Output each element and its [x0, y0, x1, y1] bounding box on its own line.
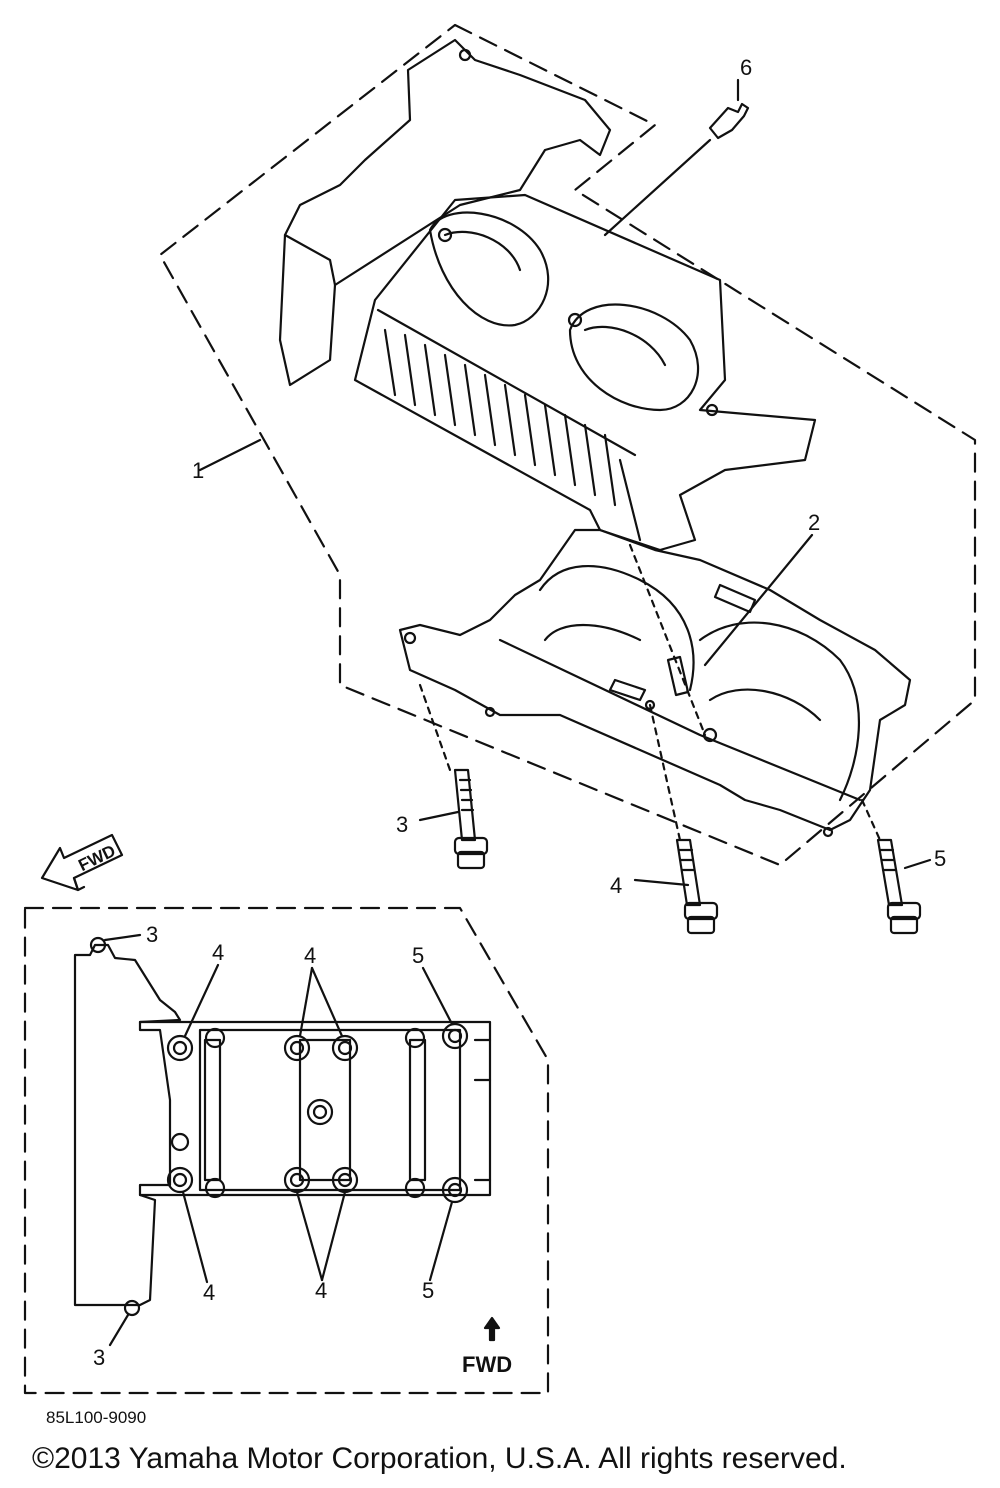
inset-callout-5-top: 5: [412, 943, 424, 968]
callout-3: 3: [396, 812, 408, 837]
callout-1: 1: [192, 458, 204, 483]
inset-plan-view: [73, 936, 492, 1317]
copyright-notice: ©2013 Yamaha Motor Corporation, U.S.A. A…: [32, 1442, 847, 1475]
dowel-pin: [666, 655, 690, 697]
bolt-3: [453, 768, 489, 870]
bolt-4: [675, 838, 719, 935]
callout-2: 2: [808, 510, 820, 535]
fwd-arrow-icon: [40, 833, 124, 892]
inset-callout-4-top-a: 4: [212, 940, 224, 965]
inset-callout-4-top-b: 4: [304, 943, 316, 968]
inset-callout-3-bottom: 3: [93, 1345, 105, 1370]
inset-fwd-label: FWD: [462, 1352, 512, 1377]
inset-dashed-boundary: [23, 906, 550, 1395]
upper-crankcase: [278, 38, 817, 552]
callout-4: 4: [610, 873, 622, 898]
inset-callout-3-top: 3: [146, 922, 158, 947]
drawing-id: 85L100-9090: [46, 1408, 147, 1427]
lower-crankcase: [398, 528, 912, 838]
plug-6: [708, 102, 750, 140]
inset-callout-4-bottom-a: 4: [203, 1280, 215, 1305]
callout-6: 6: [740, 55, 752, 80]
bolt-5: [876, 838, 922, 935]
assembly-dashed-boundary: [158, 23, 977, 867]
inset-callout-4-bottom-b: 4: [315, 1278, 327, 1303]
inset-callout-5-bottom: 5: [422, 1278, 434, 1303]
fwd-up-arrow-icon: [483, 1316, 501, 1342]
callout-5: 5: [934, 846, 946, 871]
fwd-arrow-label: FWD: [75, 841, 118, 875]
